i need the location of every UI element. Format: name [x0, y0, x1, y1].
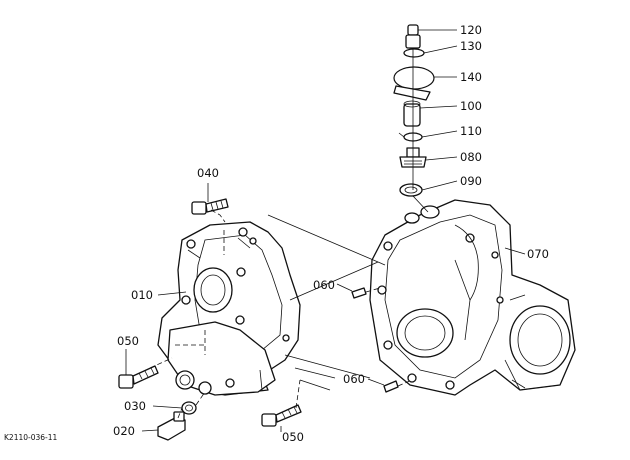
callout-040: 040	[197, 166, 219, 180]
callout-020: 020	[113, 424, 135, 438]
callout-070: 070	[527, 247, 549, 261]
callout-030: 030	[124, 399, 146, 413]
callout-060-lower: 060	[343, 372, 365, 386]
callout-140: 140	[460, 70, 482, 84]
callout-050-left: 050	[117, 334, 139, 348]
drain-plug-020	[157, 411, 186, 441]
clamp-band-140	[393, 66, 435, 101]
vent-plug-120	[405, 24, 421, 49]
callout-060-upper: 060	[313, 278, 335, 292]
callout-050-bottom: 050	[282, 430, 304, 444]
transmission-case-left	[157, 221, 301, 396]
callout-130: 130	[460, 39, 482, 53]
washer-090	[399, 183, 423, 197]
callout-090: 090	[460, 174, 482, 188]
clip-130	[403, 48, 425, 58]
callout-010: 010	[131, 288, 153, 302]
callout-110: 110	[460, 124, 482, 138]
callout-leaders	[125, 29, 526, 432]
transmission-case-right	[369, 199, 576, 396]
dowel-pin-060-upper	[351, 287, 367, 299]
drawing-reference-code: K2110-036-11	[4, 433, 58, 442]
hose-100	[403, 100, 421, 127]
callout-100: 100	[460, 99, 482, 113]
bolt-050-left	[118, 365, 159, 389]
callout-080: 080	[460, 150, 482, 164]
clip-110	[398, 132, 423, 142]
bolt-050-bottom	[261, 404, 302, 427]
bolt-040	[191, 198, 229, 215]
callout-120: 120	[460, 23, 482, 37]
assembly-guide-lines	[149, 48, 429, 419]
dowel-pin-060-lower	[383, 380, 399, 393]
